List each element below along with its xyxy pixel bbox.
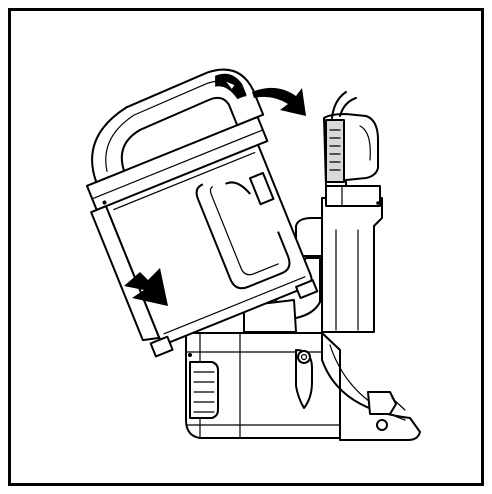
insert-arrow [124, 268, 168, 306]
vacuum-base [185, 332, 341, 439]
base-vent-grille [189, 361, 219, 419]
floor-nozzle [321, 332, 421, 441]
rotate-arrow [252, 87, 306, 116]
upright-body [321, 91, 383, 333]
release-button [295, 349, 313, 409]
